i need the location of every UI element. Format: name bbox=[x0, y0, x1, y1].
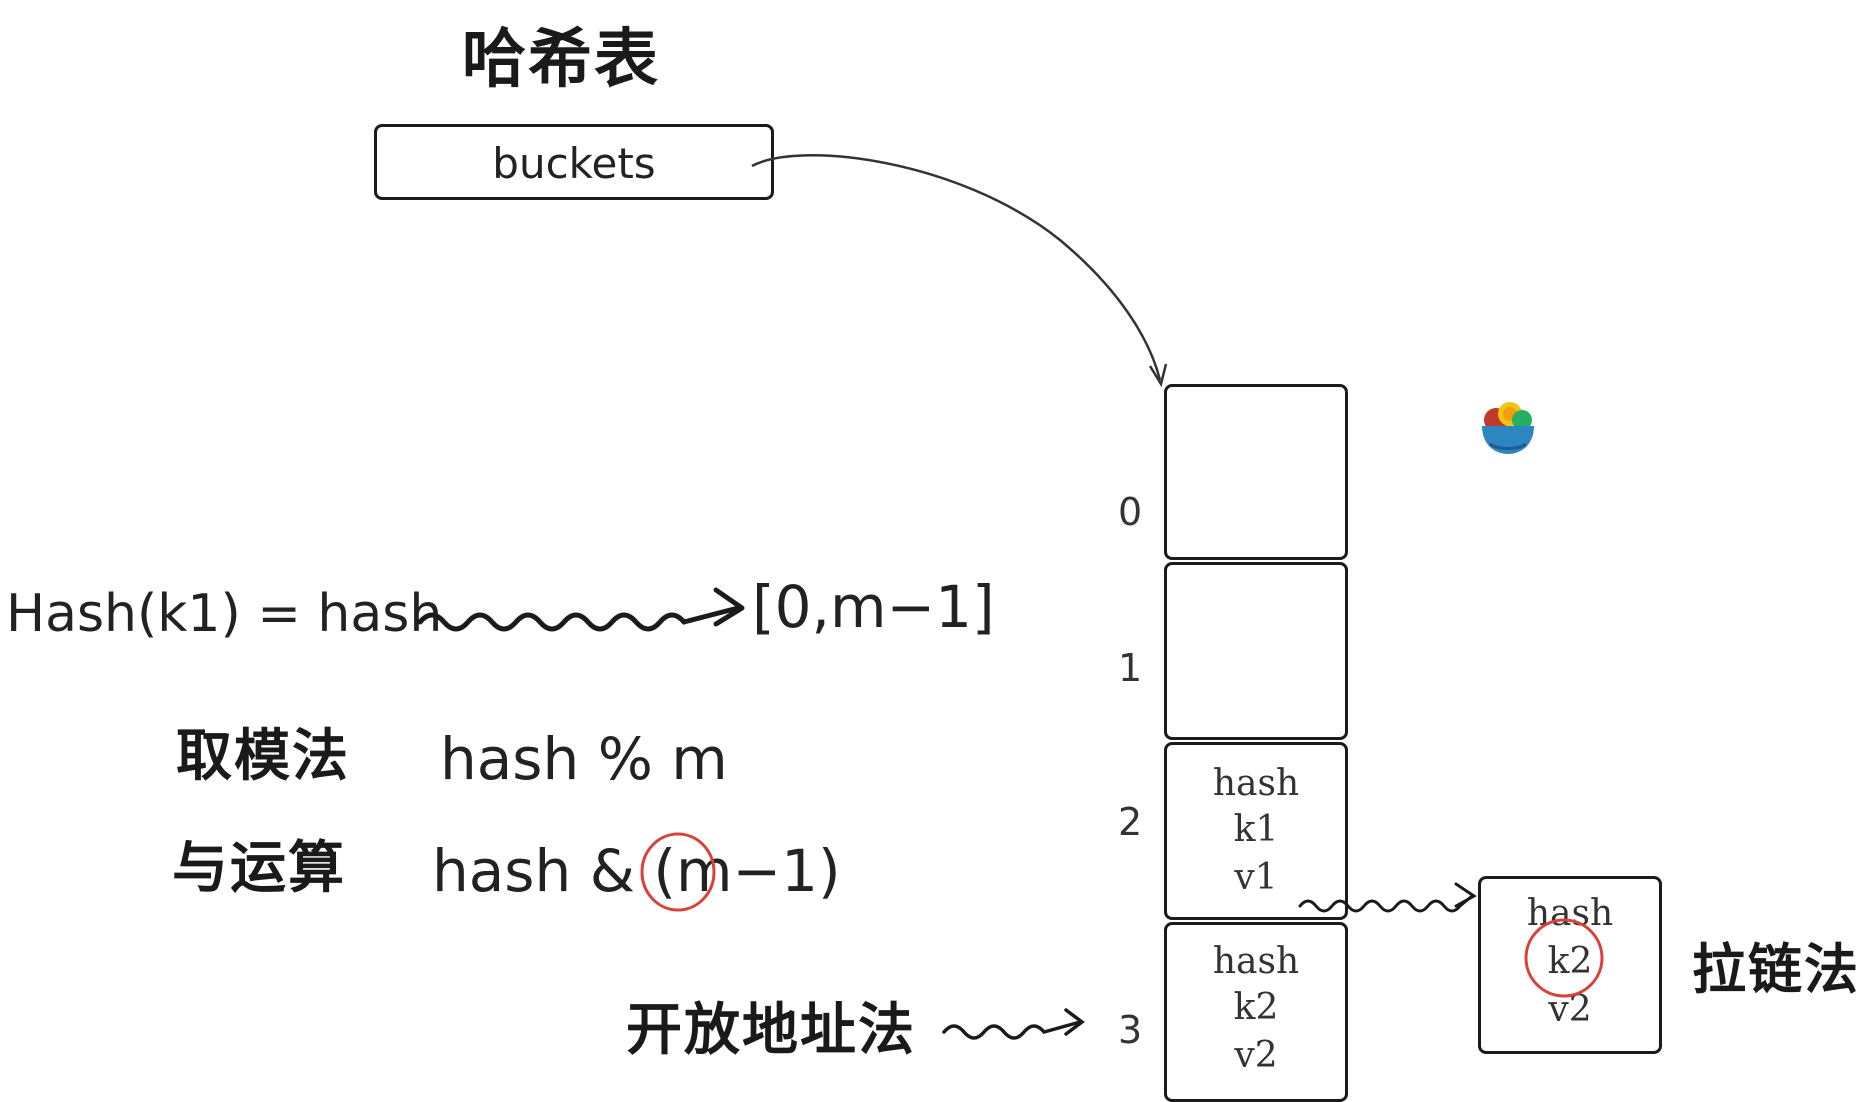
hash-range-arrowhead bbox=[713, 587, 745, 627]
bucket-index-1: 1 bbox=[1118, 646, 1143, 690]
chain-node-key: k2 bbox=[1547, 941, 1593, 982]
chain-node-value: v2 bbox=[1548, 989, 1592, 1030]
bucket-2-key: k1 bbox=[1233, 809, 1279, 850]
bucket-2-hash: hash bbox=[1212, 763, 1300, 804]
buckets-pointer-arrowhead bbox=[1148, 363, 1168, 388]
bucket-3-key: k2 bbox=[1233, 987, 1279, 1028]
bucket-1 bbox=[1164, 562, 1348, 740]
bucket-2: hash k1 v1 bbox=[1164, 742, 1348, 920]
method-and-expr-before: hash & ( bbox=[432, 837, 677, 905]
method-and-expr: hash & (m−1) bbox=[432, 842, 841, 900]
chain-arrowhead bbox=[1454, 882, 1477, 908]
method-and-expr-circled: m bbox=[676, 837, 733, 905]
buckets-box: buckets bbox=[374, 124, 774, 200]
hash-formula-left: Hash(k1) = hash bbox=[6, 584, 443, 644]
method-and-expr-after: −1) bbox=[732, 837, 841, 905]
bucket-2-value: v1 bbox=[1234, 857, 1278, 898]
open-addressing-arrowhead bbox=[1064, 1008, 1085, 1036]
buckets-label: buckets bbox=[492, 139, 656, 188]
open-addressing-label: 开放地址法 bbox=[626, 997, 916, 1063]
hash-range-squiggle bbox=[417, 605, 741, 632]
salad-bowl-icon bbox=[1482, 402, 1534, 454]
hash-formula-range: [0,m−1] bbox=[752, 573, 995, 641]
open-addressing-squiggle bbox=[942, 1020, 1082, 1040]
buckets-pointer-arrow bbox=[751, 154, 1162, 381]
bucket-3-hash: hash bbox=[1212, 941, 1300, 982]
bucket-3-value: v2 bbox=[1234, 1035, 1278, 1076]
method-modulo-name: 取模法 bbox=[176, 723, 350, 789]
diagram-title: 哈希表 bbox=[462, 22, 660, 97]
chaining-label: 拉链法 bbox=[1692, 937, 1860, 1001]
chain-node: hash k2 v2 bbox=[1478, 876, 1662, 1054]
bucket-index-3: 3 bbox=[1118, 1008, 1143, 1052]
bucket-index-2: 2 bbox=[1118, 800, 1143, 844]
chain-node-hash: hash bbox=[1526, 893, 1614, 934]
method-modulo-expr: hash % m bbox=[440, 725, 728, 793]
bucket-3: hash k2 v2 bbox=[1164, 922, 1348, 1102]
bucket-0 bbox=[1164, 384, 1348, 560]
method-and-name: 与运算 bbox=[172, 835, 346, 901]
bucket-index-0: 0 bbox=[1118, 490, 1143, 534]
